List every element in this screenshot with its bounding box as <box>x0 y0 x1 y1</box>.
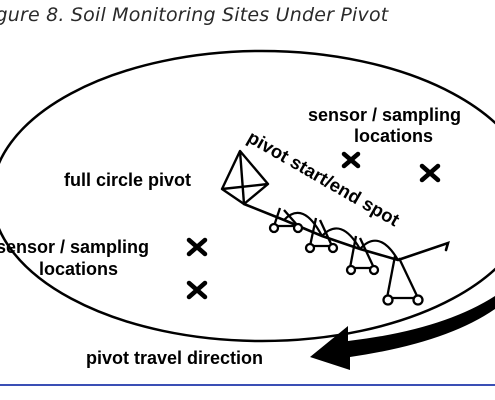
label-travel-direction: pivot travel direction <box>86 348 263 368</box>
bottom-rule <box>0 384 495 386</box>
field-boundary <box>0 49 495 343</box>
x-mark-icon <box>186 237 208 257</box>
pivot-tower-icon <box>220 149 270 206</box>
drive-tower <box>382 255 424 306</box>
drive-tower <box>345 235 380 276</box>
figure-caption: igure 8. Soil Monitoring Sites Under Piv… <box>0 4 389 26</box>
x-mark-icon <box>186 280 208 300</box>
drive-tower <box>268 207 304 234</box>
label-sensor-left-line2: locations <box>39 259 118 279</box>
x-mark-icon <box>341 151 361 169</box>
label-sensor-right-line2: locations <box>354 126 433 146</box>
travel-direction-arrow-icon <box>310 296 495 370</box>
label-sensor-right-line1: sensor / sampling <box>308 105 461 125</box>
x-mark-icon <box>419 163 441 183</box>
drive-tower <box>304 217 339 254</box>
label-full-circle-pivot: full circle pivot <box>64 170 191 190</box>
label-sensor-left-line1: sensor / sampling <box>0 237 149 257</box>
